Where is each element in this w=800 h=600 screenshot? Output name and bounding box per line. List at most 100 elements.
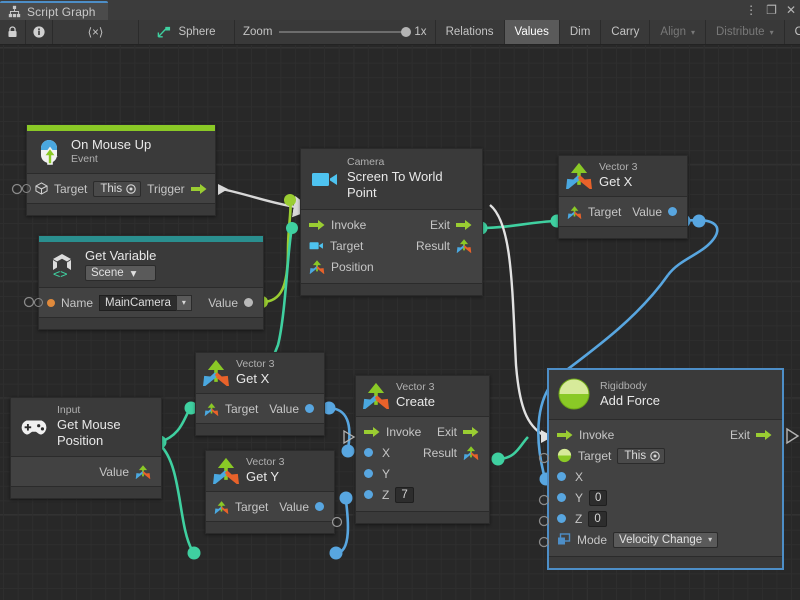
port-row-x-result[interactable]: X Result — [356, 442, 489, 463]
trigger-label: Trigger — [147, 182, 185, 196]
port-row-value[interactable]: Value — [11, 461, 161, 482]
value-label: Value — [99, 465, 129, 479]
invoke-label: Invoke — [386, 425, 421, 439]
code-view-label: ⟨×⟩ — [88, 25, 104, 39]
port-row-target-value[interactable]: Target Value — [559, 201, 687, 222]
node-on-mouse-up[interactable]: On Mouse Up Event Target This — [26, 124, 216, 216]
z-label: Z — [575, 512, 582, 526]
toolbar-item-values[interactable]: Values — [505, 20, 560, 44]
zoom-label: Zoom — [243, 26, 272, 38]
node-footer — [27, 203, 215, 215]
variable-name-field[interactable]: MainCamera ▾ — [99, 295, 192, 311]
port-row-target-value[interactable]: Target Value — [206, 496, 334, 517]
port-knob-target[interactable] — [22, 184, 31, 193]
graph-target-button[interactable]: Sphere — [139, 20, 235, 44]
target-this-button[interactable]: This — [617, 448, 665, 464]
exit-out[interactable]: Exit — [730, 428, 772, 442]
node-header: Vector 3 Get Y — [206, 451, 334, 492]
invoke-label: Invoke — [579, 428, 614, 442]
tab-script-graph[interactable]: Script Graph — [0, 1, 108, 20]
port-row-invoke-exit[interactable]: Invoke Exit — [356, 421, 489, 442]
lock-button[interactable] — [0, 20, 26, 44]
node-body: Target This Trigger — [27, 174, 215, 203]
node-camera-screen-to-world-point[interactable]: Camera Screen To World Point Invoke Exit — [300, 148, 483, 296]
port-row-x[interactable]: X — [549, 466, 782, 487]
port-row-target-result[interactable]: Target Result — [301, 235, 482, 256]
lock-icon — [7, 26, 18, 38]
y-value-field[interactable]: 0 — [589, 490, 607, 506]
toolbar-item-align[interactable]: Align ▾ — [650, 20, 706, 44]
node-title: Event — [71, 153, 151, 166]
result-out[interactable]: Result — [423, 445, 479, 460]
vector3-icon — [214, 500, 229, 514]
value-out[interactable]: Value — [632, 205, 677, 219]
port-row-target-value[interactable]: Target Value — [196, 398, 324, 419]
node-subtitle: Vector 3 — [396, 381, 435, 394]
variable-name-value[interactable]: MainCamera — [99, 295, 176, 311]
port-row-z[interactable]: Z 0 — [549, 508, 782, 529]
toolbar-item-dim-label: Dim — [570, 26, 590, 38]
z-value-field[interactable]: 0 — [588, 511, 606, 527]
variable-scope-dropdown[interactable]: Scene ▾ — [85, 265, 156, 281]
zoom-slider[interactable] — [279, 31, 407, 33]
value-out[interactable]: Value — [279, 500, 324, 514]
code-view-button[interactable]: ⟨×⟩ — [53, 20, 139, 44]
toolbar-item-distribute[interactable]: Distribute ▾ — [706, 20, 785, 44]
node-title: Get Y — [246, 469, 285, 485]
toolbar-item-overview[interactable]: Overview — [785, 20, 800, 44]
window-close-icon[interactable]: ✕ — [786, 4, 796, 16]
rigidbody-icon — [557, 377, 591, 411]
port-row-name[interactable]: Name MainCamera ▾ Value — [39, 292, 263, 313]
node-vector3-get-x-left[interactable]: Vector 3 Get X Target Value — [195, 352, 325, 436]
enum-icon — [557, 533, 571, 546]
toolbar-item-carry[interactable]: Carry — [601, 20, 650, 44]
node-input-get-mouse-position[interactable]: Input Get Mouse Position Value — [10, 397, 162, 499]
exit-out[interactable]: Exit — [430, 218, 472, 232]
port-row-mode[interactable]: Mode Velocity Change ▾ — [549, 529, 782, 550]
node-subtitle: Vector 3 — [599, 161, 638, 174]
node-vector3-create[interactable]: Vector 3 Create Invoke Exit — [355, 375, 490, 524]
exit-out[interactable]: Exit — [437, 425, 479, 439]
trigger-out[interactable]: Trigger — [147, 182, 207, 196]
value-out[interactable]: Value — [269, 402, 314, 416]
node-rigidbody-add-force[interactable]: Rigidbody Add Force Invoke Exit — [548, 369, 783, 569]
target-label: Target — [578, 449, 611, 463]
z-port-dot — [557, 514, 566, 523]
window-maximize-icon[interactable]: ❐ — [766, 4, 777, 16]
port-row-y[interactable]: Y 0 — [549, 487, 782, 508]
flow-arrow-icon — [309, 219, 325, 231]
value-out[interactable]: Value — [99, 464, 151, 479]
y-label: Y — [382, 467, 390, 481]
port-row-target[interactable]: Target This — [549, 445, 782, 466]
port-row-target[interactable]: Target This Trigger — [27, 178, 215, 199]
port-row-y[interactable]: Y — [356, 463, 489, 484]
toolbar-item-values-label: Values — [515, 26, 549, 38]
zoom-slider-knob[interactable] — [401, 27, 411, 37]
variable-name-dropdown-icon[interactable]: ▾ — [176, 295, 192, 311]
mode-dropdown[interactable]: Velocity Change ▾ — [613, 532, 718, 548]
toolbar-item-dim[interactable]: Dim — [560, 20, 601, 44]
target-this-button[interactable]: This — [93, 181, 141, 197]
value-out[interactable]: Value — [208, 296, 253, 310]
result-out[interactable]: Result — [416, 238, 472, 253]
info-button[interactable] — [26, 20, 53, 44]
exit-label: Exit — [430, 218, 450, 232]
port-row-z[interactable]: Z 7 — [356, 484, 489, 505]
node-body: Name MainCamera ▾ Value — [39, 288, 263, 317]
toolbar-item-relations[interactable]: Relations — [436, 20, 505, 44]
z-port-dot — [364, 490, 373, 499]
value-label: Value — [279, 500, 309, 514]
node-vector3-get-y-left[interactable]: Vector 3 Get Y Target Value — [205, 450, 335, 534]
node-get-variable[interactable]: <> Get Variable Scene ▾ Name — [38, 235, 264, 330]
z-value-field[interactable]: 7 — [395, 487, 413, 503]
graph-canvas[interactable]: On Mouse Up Event Target This — [0, 45, 800, 600]
port-row-position[interactable]: Position — [301, 256, 482, 277]
port-row-invoke-exit[interactable]: Invoke Exit — [549, 424, 782, 445]
node-title: Create — [396, 394, 435, 410]
vector3-icon — [202, 360, 230, 386]
port-knob-name[interactable] — [34, 298, 43, 307]
node-vector3-get-x-top[interactable]: Vector 3 Get X Target Value — [558, 155, 688, 239]
port-row-invoke-exit[interactable]: Invoke Exit — [301, 214, 482, 235]
window-menu-icon[interactable]: ⋮ — [745, 4, 757, 16]
node-body: Invoke Exit X Result — [356, 417, 489, 511]
